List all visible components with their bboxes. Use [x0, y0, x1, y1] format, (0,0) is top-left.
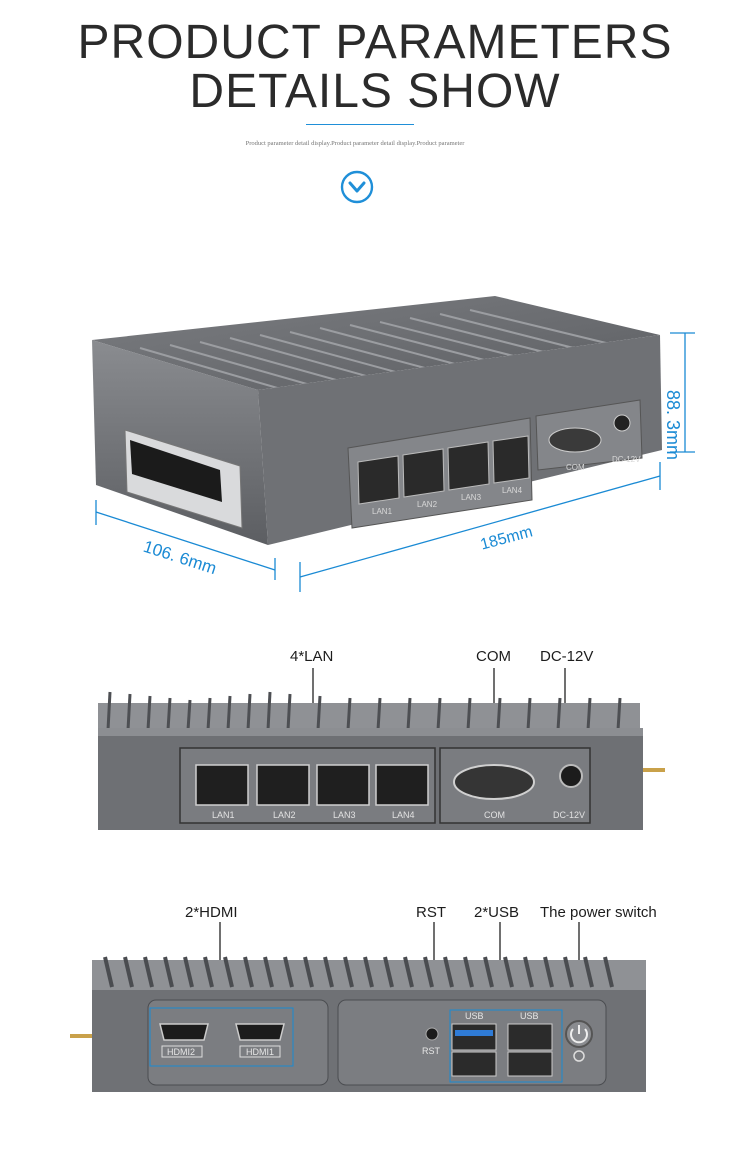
rear-panel: HDMI2 HDMI1 RST USB USB: [70, 922, 646, 1092]
iso-lan3-label: LAN3: [461, 493, 482, 502]
front-lan1-label: LAN1: [212, 810, 235, 820]
front-lan2-label: LAN2: [273, 810, 296, 820]
callout-4lan: 4*LAN: [290, 648, 334, 665]
device-isometric: LAN1 LAN2 LAN3 LAN4 COM DC-12V: [92, 296, 695, 592]
callout-2hdmi: 2*HDMI: [185, 904, 238, 921]
iso-dc-label: DC-12V: [612, 455, 641, 464]
iso-com-label: COM: [566, 463, 585, 472]
page-title-line2: DETAILS SHOW: [189, 65, 561, 118]
callout-com: COM: [476, 648, 511, 665]
rear-hdmi2-label: HDMI2: [167, 1047, 195, 1057]
title-underline: [306, 124, 414, 125]
rear-rst-label: RST: [422, 1046, 441, 1056]
iso-lan4-label: LAN4: [502, 486, 523, 495]
rear-usb-label-left: USB: [465, 1011, 484, 1021]
chevron-down-icon: [340, 170, 374, 204]
front-lan3-label: LAN3: [333, 810, 356, 820]
front-com-label: COM: [484, 810, 505, 820]
rear-hdmi1-label: HDMI1: [246, 1047, 274, 1057]
callout-dc12v: DC-12V: [540, 648, 594, 665]
callout-2usb: 2*USB: [474, 904, 520, 921]
callout-rst: RST: [416, 904, 446, 921]
callout-power-switch: The power switch: [540, 904, 657, 921]
front-dc-label: DC-12V: [553, 810, 585, 820]
page-subtitle: Product parameter detail display.Product…: [245, 140, 465, 147]
front-panel: LAN1 LAN2 LAN3 LAN4 COM DC-12V: [98, 668, 665, 830]
front-lan4-label: LAN4: [392, 810, 415, 820]
iso-lan1-label: LAN1: [372, 507, 393, 516]
rear-usb-label-right: USB: [520, 1011, 539, 1021]
page-title-line1: PRODUCT PARAMETERS: [77, 16, 673, 69]
dimension-height: 88. 3mm: [663, 390, 683, 461]
iso-lan2-label: LAN2: [417, 500, 438, 509]
